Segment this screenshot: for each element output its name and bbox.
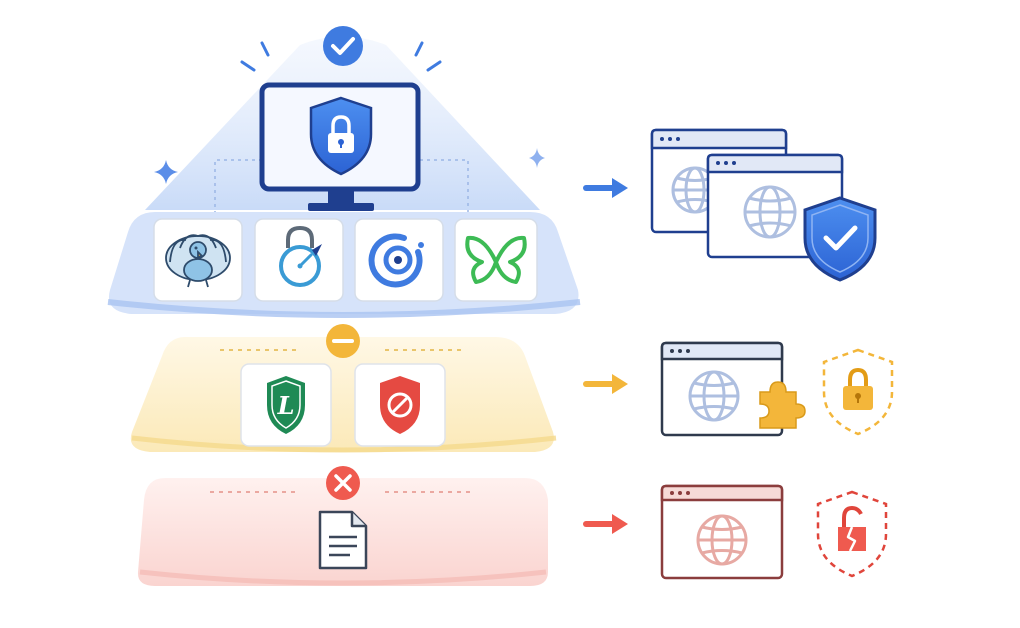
rays — [240, 41, 442, 72]
butterfly-icon — [465, 235, 527, 284]
tier-partial: L — [130, 324, 557, 453]
arrow-trusted — [583, 178, 628, 198]
arrow-partial — [583, 374, 628, 394]
sparkle-icon — [529, 148, 545, 168]
red-block-shield-icon — [380, 376, 420, 434]
document-icon — [318, 510, 368, 570]
target-ring-icon — [368, 233, 424, 288]
dashed-lock-shield-icon — [822, 348, 894, 436]
green-l-shield-icon: L — [267, 376, 305, 434]
browser-window-with-puzzle-icon — [660, 341, 806, 437]
x-circle-icon — [326, 466, 360, 500]
broken-lock-shield-icon — [816, 490, 888, 578]
tier-trusted — [107, 26, 581, 318]
lock-shield-icon — [309, 96, 373, 176]
svg-text:L: L — [277, 391, 295, 420]
minus-circle-icon — [326, 324, 360, 358]
tier-untrusted — [137, 466, 548, 586]
sparkle-icon — [154, 160, 178, 184]
check-circle-icon — [323, 26, 363, 66]
padlock-timer-icon — [279, 225, 322, 287]
turkey-icon — [165, 234, 231, 288]
puzzle-piece-icon — [759, 381, 806, 429]
arrow-untrusted — [583, 514, 628, 534]
red-browser-window-icon — [660, 484, 784, 580]
tier-partial-platform — [130, 337, 554, 452]
blue-check-shield-icon — [803, 196, 877, 282]
